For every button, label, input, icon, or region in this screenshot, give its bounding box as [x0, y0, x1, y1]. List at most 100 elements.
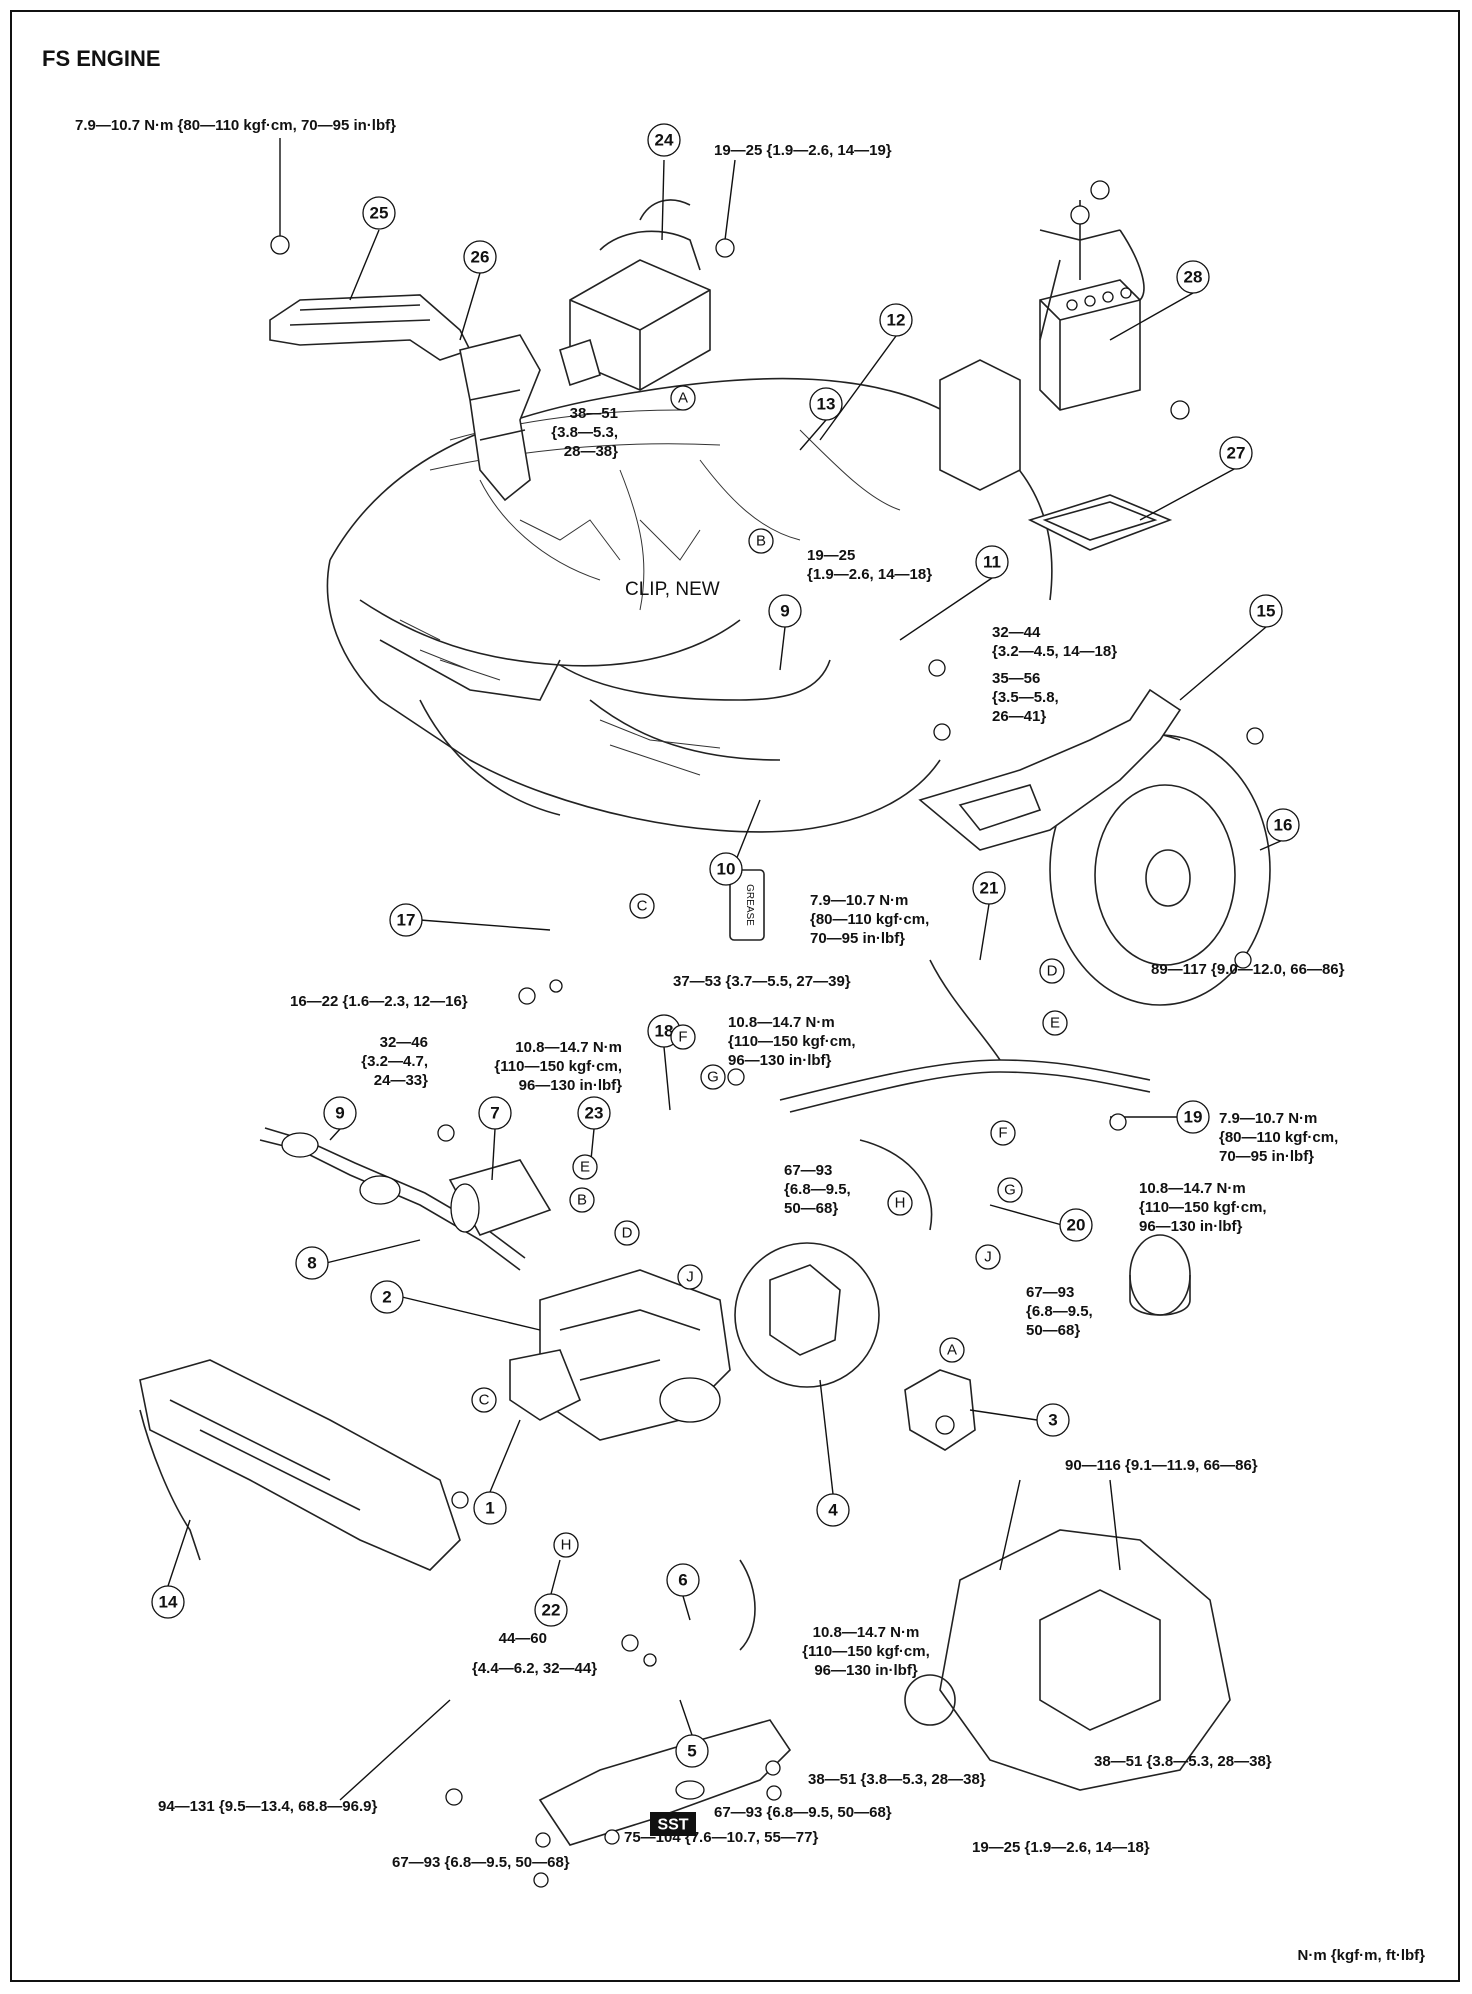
callout-ring: [675, 1734, 709, 1768]
torque-spec-line: 96—130 in·lbf}: [1139, 1218, 1243, 1235]
part-callout: 6: [666, 1563, 700, 1597]
callout-ring: [647, 123, 681, 157]
crossmember-sketch: [139, 1359, 461, 1571]
wheel-sketch: [1049, 729, 1271, 1006]
torque-spec-line: {110—150 kgf·cm,: [494, 1058, 622, 1075]
part-callout: 11: [975, 545, 1009, 579]
part-number: 1: [485, 1499, 494, 1518]
units-note: N·m {kgf·m, ft·lbf}: [1298, 1947, 1426, 1964]
torque-spec-line: 90—116 {9.1—11.9, 66—86}: [1065, 1457, 1258, 1474]
torque-spec: 38—51{3.8—5.3,28—38}: [551, 405, 618, 460]
torque-spec-line: {4.4—6.2, 32—44}: [472, 1660, 597, 1677]
ref-ring: [614, 1220, 640, 1246]
torque-spec: 67—93 {6.8—9.5, 50—68}: [392, 1854, 570, 1871]
torque-spec-line: 26—41}: [992, 708, 1046, 725]
torque-spec-line: 96—130 in·lbf}: [728, 1052, 832, 1069]
callout-ring: [1176, 1100, 1210, 1134]
torque-spec-line: 7.9—10.7 N·m: [810, 892, 908, 909]
ref-callout: C: [471, 1387, 497, 1413]
part-callout: 10: [709, 852, 743, 886]
torque-spec-line: 89—117 {9.0—12.0, 66—86}: [1151, 961, 1345, 978]
sst-marker: SST: [650, 1812, 696, 1836]
ref-letter: D: [1047, 963, 1058, 980]
torque-spec-line: 24—33}: [374, 1072, 428, 1089]
part-callout: 15: [1249, 594, 1283, 628]
ref-ring: [569, 1187, 595, 1213]
part-callout: 8: [295, 1246, 329, 1280]
torque-spec: 75—104 {7.6—10.7, 55—77}: [624, 1829, 818, 1846]
torque-spec: 67—93{6.8—9.5,50—68}: [1026, 1284, 1093, 1339]
callout-ring: [151, 1585, 185, 1619]
ref-letter: J: [686, 1269, 694, 1286]
torque-spec: 32—44{3.2—4.5, 14—18}: [992, 624, 1117, 660]
ref-ring: [670, 1024, 696, 1050]
callout-ring: [362, 196, 396, 230]
ref-ring: [748, 528, 774, 554]
ref-callout: E: [1042, 1010, 1068, 1036]
callout-ring: [666, 1563, 700, 1597]
ref-letter: G: [1004, 1182, 1016, 1199]
callout-ring: [478, 1096, 512, 1130]
ref-letter: F: [678, 1029, 687, 1046]
torque-spec: 37—53 {3.7—5.5, 27—39}: [673, 973, 851, 990]
part-number: 19: [1184, 1108, 1203, 1127]
clip-new-label: CLIP, NEW: [625, 579, 720, 600]
torque-spec-line: 67—93: [784, 1162, 832, 1179]
torque-spec-line: 7.9—10.7 N·m {80—110 kgf·cm, 70—95 in·lb…: [75, 117, 396, 134]
ref-letter: H: [895, 1195, 906, 1212]
part-callout: 24: [647, 123, 681, 157]
torque-spec-line: 16—22 {1.6—2.3, 12—16}: [290, 993, 468, 1010]
ref-letter: E: [1050, 1015, 1060, 1032]
torque-spec: 7.9—10.7 N·m{80—110 kgf·cm,70—95 in·lbf}: [810, 892, 929, 947]
torque-spec: 10.8—14.7 N·m{110—150 kgf·cm,96—130 in·l…: [728, 1014, 856, 1069]
ref-letter: A: [678, 390, 688, 407]
part-number: 7: [490, 1104, 499, 1123]
torque-spec-line: 28—38}: [564, 443, 618, 460]
part-number: 4: [828, 1501, 838, 1520]
part-callout: 21: [972, 871, 1006, 905]
harness-sketch: [779, 959, 1151, 1231]
torque-spec-line: 96—130 in·lbf}: [519, 1077, 623, 1094]
ref-callout: G: [700, 1064, 726, 1090]
part-number: 18: [655, 1022, 674, 1041]
ref-letter: G: [707, 1069, 719, 1086]
torque-spec-line: 38—51: [570, 405, 618, 422]
ref-callout: A: [939, 1337, 965, 1363]
ref-letter: A: [947, 1342, 957, 1359]
torque-spec-line: {3.2—4.7,: [361, 1053, 428, 1070]
torque-spec: 7.9—10.7 N·m{80—110 kgf·cm,70—95 in·lbf}: [1219, 1110, 1338, 1165]
ref-letter: C: [479, 1392, 490, 1409]
ref-callout: B: [748, 528, 774, 554]
leader-lines: [167, 138, 1284, 1801]
torque-spec-line: 19—25: [807, 547, 855, 564]
ref-ring: [553, 1532, 579, 1558]
grease-label: GREASE: [744, 884, 755, 926]
part-callout: 16: [1266, 808, 1300, 842]
callout-ring: [577, 1096, 611, 1130]
torque-spec: 10.8—14.7 N·m{110—150 kgf·cm,96—130 in·l…: [802, 1624, 930, 1679]
torque-spec-line: 19—25 {1.9—2.6, 14—18}: [972, 1839, 1150, 1856]
torque-spec: 19—25 {1.9—2.6, 14—19}: [714, 142, 892, 159]
air-duct-sketch: [269, 294, 541, 502]
torque-spec: 38—51 {3.8—5.3, 28—38}: [808, 1771, 986, 1788]
torque-spec: 90—116 {9.1—11.9, 66—86}: [1065, 1457, 1258, 1474]
callout-ring: [389, 903, 423, 937]
part-callout: 7: [478, 1096, 512, 1130]
torque-spec-line: {6.8—9.5,: [1026, 1303, 1093, 1320]
torque-spec-line: {6.8—9.5,: [784, 1181, 851, 1198]
torque-spec-line: {3.2—4.5, 14—18}: [992, 643, 1117, 660]
torque-spec-line: 70—95 in·lbf}: [1219, 1148, 1314, 1165]
ref-letter: J: [984, 1249, 992, 1266]
ref-callout: A: [670, 385, 696, 411]
callout-ring: [879, 303, 913, 337]
part-number: 14: [159, 1593, 178, 1612]
part-callout: 14: [151, 1585, 185, 1619]
ref-ring: [629, 893, 655, 919]
part-callout: 25: [362, 196, 396, 230]
torque-spec-line: 96—130 in·lbf}: [814, 1662, 918, 1679]
ref-ring: [1039, 958, 1065, 984]
torque-spec-line: {110—150 kgf·cm,: [802, 1643, 930, 1660]
torque-spec-line: 35—56: [992, 670, 1040, 687]
ref-callout: H: [887, 1190, 913, 1216]
torque-spec-line: 7.9—10.7 N·m: [1219, 1110, 1317, 1127]
